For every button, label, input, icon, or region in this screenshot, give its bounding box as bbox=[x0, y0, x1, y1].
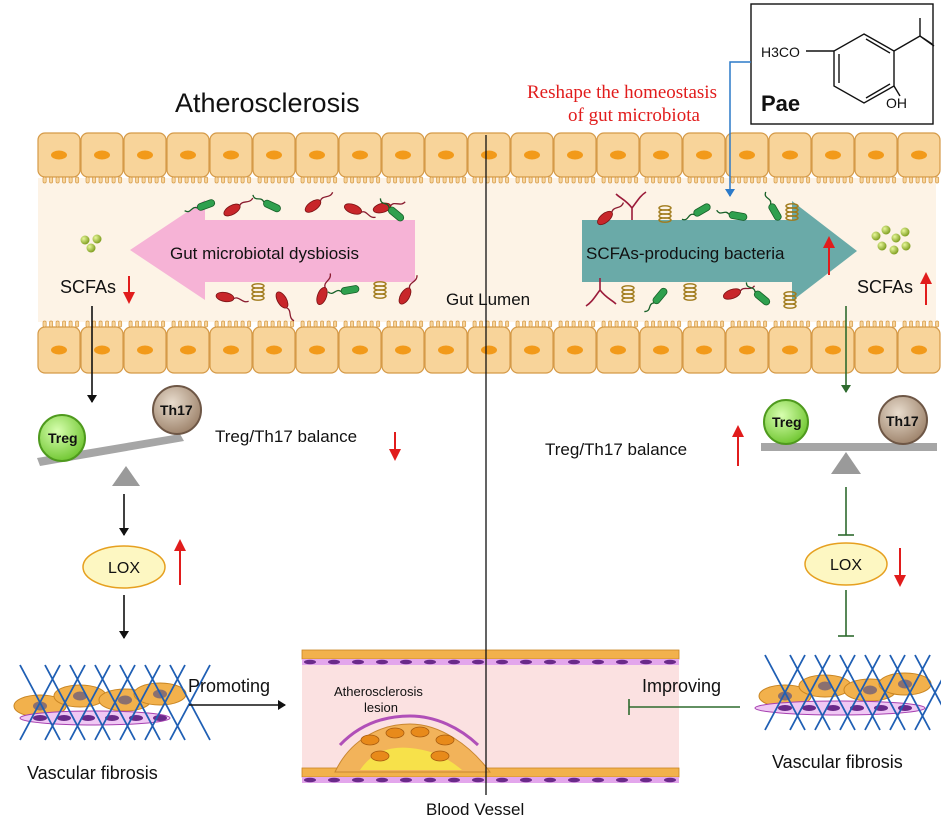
bacteria-icon bbox=[215, 291, 249, 303]
improving-label: Improving bbox=[642, 676, 721, 696]
atherosclerosis-plaque bbox=[334, 714, 491, 773]
left-balance-label: Treg/Th17 balance bbox=[215, 427, 357, 446]
bacteria-icon bbox=[615, 191, 647, 220]
left-lox-node: LOX bbox=[82, 545, 166, 589]
bacteria-icon bbox=[716, 209, 748, 221]
bacteria-icon bbox=[252, 194, 281, 213]
bacteria-icon bbox=[275, 291, 295, 322]
left-th17-label: Th17 bbox=[160, 402, 193, 418]
top-cell-row bbox=[37, 132, 941, 184]
lesion-label-line2: lesion bbox=[364, 700, 398, 715]
reshape-note-line2: of gut microbiota bbox=[568, 105, 700, 126]
right-scfa-label: SCFAs bbox=[857, 277, 913, 297]
lesion-label-line1: Atherosclerosis bbox=[334, 684, 423, 699]
scfa-producing-label: SCFAs-producing bacteria bbox=[586, 244, 785, 263]
pae-to-bacteria-arrow bbox=[725, 61, 751, 197]
right-th17-label: Th17 bbox=[886, 413, 919, 429]
left-fibrosis-label: Vascular fibrosis bbox=[27, 763, 158, 783]
left-lox-label: LOX bbox=[108, 560, 140, 577]
left-treg-cell: Treg bbox=[38, 414, 86, 462]
scfa-producing-arrow: SCFAs-producing bacteria bbox=[582, 201, 857, 301]
left-treg-label: Treg bbox=[48, 430, 78, 446]
bacteria-icon bbox=[785, 203, 799, 221]
right-balance-up-arrow-icon bbox=[732, 425, 744, 466]
bacteria-icon bbox=[764, 191, 782, 221]
improving-inhibit-line bbox=[628, 699, 740, 715]
bacteria-icon bbox=[658, 205, 672, 223]
blood-vessel: Atherosclerosis lesion bbox=[301, 649, 680, 783]
left-scfa-dots-icon bbox=[80, 234, 102, 253]
left-th17-cell: Th17 bbox=[152, 385, 202, 435]
left-bacteria-group bbox=[184, 191, 418, 322]
left-scfa-down-arrow-icon bbox=[123, 276, 135, 304]
vessel-wall-top bbox=[301, 649, 680, 665]
bacteria-icon bbox=[644, 287, 668, 313]
right-th17-cell: Th17 bbox=[878, 395, 928, 445]
dysbiosis-arrow: Gut microbiotal dysbiosis bbox=[130, 200, 415, 300]
right-arrow-up-arrow-icon bbox=[823, 236, 835, 275]
right-treg-label: Treg bbox=[772, 414, 802, 430]
reshape-note-line1: Reshape the homeostasis bbox=[527, 82, 717, 103]
right-scfa-up-arrow-icon bbox=[920, 272, 932, 305]
gut-lumen-label: Gut Lumen bbox=[446, 290, 530, 309]
bacteria-icon bbox=[379, 198, 405, 222]
bacteria-icon bbox=[683, 283, 697, 301]
right-fibrosis-label: Vascular fibrosis bbox=[772, 752, 903, 772]
bottom-cell-row bbox=[37, 320, 941, 374]
right-seesaw-icon bbox=[761, 443, 937, 474]
bacteria-icon bbox=[745, 282, 771, 306]
bacteria-icon bbox=[723, 285, 756, 300]
dysbiosis-label: Gut microbiotal dysbiosis bbox=[170, 244, 359, 263]
pae-name: Pae bbox=[761, 91, 800, 116]
bacteria-icon bbox=[251, 283, 265, 301]
promoting-label: Promoting bbox=[188, 676, 270, 696]
pae-methoxy-label: H3CO bbox=[761, 44, 800, 60]
right-fibrosis-mesh-icon bbox=[754, 654, 941, 731]
left-balance-down-arrow-icon bbox=[389, 432, 401, 461]
bacteria-icon bbox=[344, 203, 376, 219]
pae-molecule-icon bbox=[806, 18, 935, 104]
right-treg-cell: Treg bbox=[763, 399, 809, 445]
bacteria-icon bbox=[304, 191, 334, 213]
right-lox-down-arrow-icon bbox=[894, 548, 906, 587]
bacteria-icon bbox=[327, 285, 360, 295]
bacteria-icon bbox=[316, 273, 332, 305]
right-balance-label: Treg/Th17 balance bbox=[545, 440, 687, 459]
left-lox-up-arrow-icon bbox=[174, 539, 186, 585]
right-scfa-dots-icon bbox=[871, 225, 911, 255]
title-atherosclerosis: Atherosclerosis bbox=[175, 88, 360, 118]
bacteria-icon bbox=[398, 275, 418, 305]
bacteria-icon bbox=[223, 197, 254, 217]
right-seesaw-to-lox-inhibit bbox=[838, 487, 854, 536]
bacteria-icon bbox=[184, 199, 216, 213]
right-lox-node: LOX bbox=[804, 542, 888, 586]
left-scfa-label: SCFAs bbox=[60, 277, 116, 297]
left-fibrosis-mesh-icon bbox=[13, 664, 211, 741]
bacteria-icon bbox=[373, 281, 387, 299]
bacteria-icon bbox=[585, 278, 617, 307]
bacteria-icon bbox=[621, 285, 635, 303]
right-lox-to-fibrosis-inhibit bbox=[838, 590, 854, 637]
bacteria-icon bbox=[681, 203, 711, 221]
bacteria-icon bbox=[783, 291, 797, 309]
pae-structure-box: H3CO OH Pae bbox=[750, 3, 935, 125]
blood-vessel-label: Blood Vessel bbox=[426, 800, 524, 819]
bacteria-icon bbox=[372, 201, 406, 214]
pae-hydroxy-label: OH bbox=[886, 95, 907, 111]
right-lox-label: LOX bbox=[830, 557, 862, 574]
bacteria-icon bbox=[597, 202, 625, 226]
right-bacteria-group bbox=[585, 191, 799, 313]
